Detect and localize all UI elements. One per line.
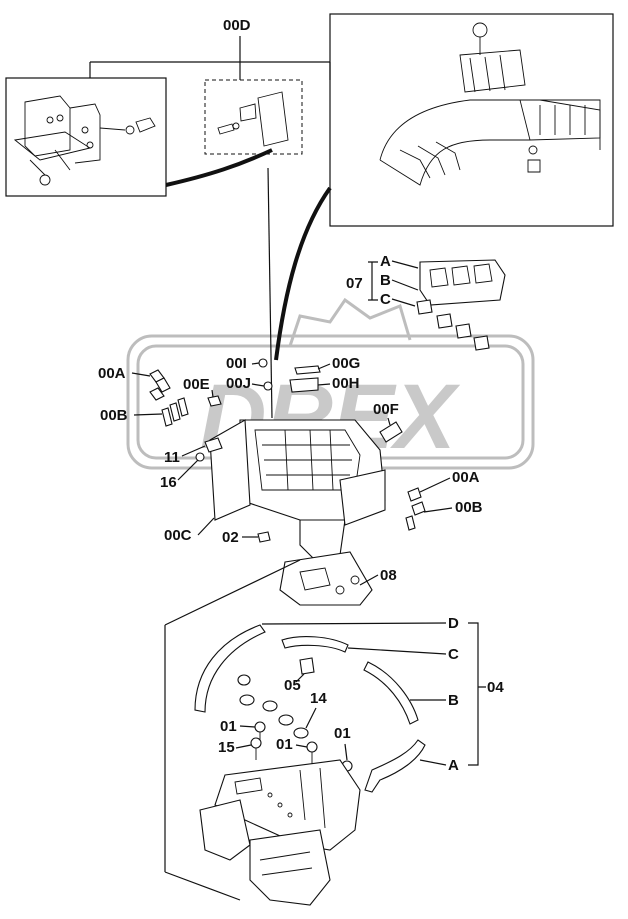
leader-00D [89,36,331,80]
label-00A-left: 00A [98,365,126,382]
leader-07 [368,260,419,307]
label-00I: 00I [226,355,247,372]
label-00D: 00D [223,17,251,34]
label-02: 02 [222,529,239,546]
part-00A-clips-left [149,369,171,401]
detail-box-00D [204,79,303,155]
label-11: 11 [164,449,180,466]
label-00A-right: 00A [452,469,480,486]
lead-line-right [274,186,332,361]
detail-box-left [5,77,167,197]
label-04-A: A [448,757,459,774]
label-00H: 00H [332,375,360,392]
label-15: 15 [218,739,235,756]
part-04-rails [194,624,426,793]
part-02-bolt [257,531,271,543]
guide-lines [164,559,301,901]
part-00E-bolt [207,395,222,407]
label-04: 04 [487,679,504,696]
part-00B-strips-right [405,515,416,531]
label-07-A: A [380,253,391,270]
part-console-main [209,358,386,561]
label-00B-left: 00B [100,407,128,424]
bracket-04 [468,622,486,766]
label-00E: 00E [183,376,210,393]
label-16: 16 [160,474,177,491]
part-11-16 [195,437,223,462]
label-00F: 00F [373,401,399,418]
part-00A-clips-right [407,487,426,516]
part-00B-strips-left [161,397,189,427]
part-00F [379,421,403,443]
label-00J: 00J [226,375,251,392]
vertical-guide [267,167,273,419]
label-14: 14 [310,690,327,707]
part-05-grommets [237,657,315,739]
label-01-c: 01 [334,725,351,742]
label-01-b: 01 [276,736,293,753]
label-07: 07 [346,275,363,292]
part-07-relay-box [416,259,506,351]
lead-line-left [165,148,273,187]
label-00B-right: 00B [455,499,483,516]
label-04-D: D [448,615,459,632]
label-07-B: B [380,272,391,289]
label-08: 08 [380,567,397,584]
label-00G: 00G [332,355,360,372]
label-01-a: 01 [220,718,237,735]
part-08-bracket [279,551,373,606]
part-bottom-frame [199,759,361,906]
label-07-C: C [380,291,391,308]
detail-box-right [329,13,614,227]
label-04-B: B [448,692,459,709]
label-00C: 00C [164,527,192,544]
label-04-C: C [448,646,459,663]
